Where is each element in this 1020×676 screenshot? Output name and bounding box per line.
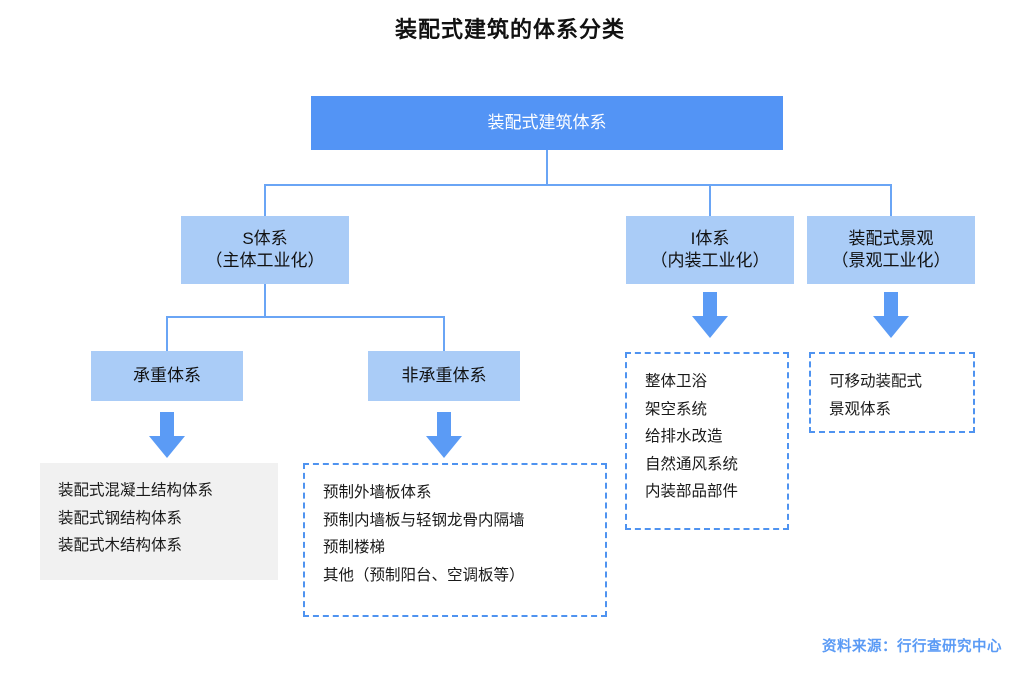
node-nonbearing-system[interactable]: 非承重体系 [368,351,520,401]
panel-interior-item: 整体卫浴 [645,373,708,390]
node-landscape-system[interactable]: 装配式景观 （景观工业化） [807,216,975,284]
node-i-system[interactable]: I体系 （内装工业化） [626,216,794,284]
node-i-system-line2: （内装工业化） [650,251,770,270]
panel-nonbearing-systems: 预制外墙板体系 预制内墙板与轻钢龙骨内隔墙 预制楼梯 其他（预制阳台、空调板等） [303,463,607,617]
node-landscape-system-line1: 装配式景观 [848,229,934,249]
panel-interior-item: 自然通风系统 [645,455,739,473]
node-nonbearing-system-label: 非承重体系 [401,366,487,386]
connector-root-stem [546,150,548,185]
node-bearing-system-label: 承重体系 [133,366,201,386]
panel-bearing-item: 装配式混凝土结构体系 [58,482,214,499]
panel-interior-systems: 整体卫浴 架空系统 给排水改造 自然通风系统 内装部品部件 [625,352,789,530]
node-bearing-system[interactable]: 承重体系 [91,351,243,401]
node-s-system[interactable]: S体系 （主体工业化） [181,216,349,284]
panel-nonbearing-item: 其他（预制阳台、空调板等） [323,566,525,584]
connector-s-bus [166,316,445,318]
connector-root-bus [264,184,892,186]
source-note: 资料来源：行行查研究中心 [822,639,1002,655]
node-i-system-line1: I体系 [690,229,730,249]
panel-landscape-systems: 可移动装配式 景观体系 [809,352,975,433]
connector-drop-bearing [166,316,168,351]
panel-bearing-item: 装配式钢结构体系 [58,509,183,527]
node-s-system-line2: （主体工业化） [205,251,325,270]
panel-landscape-item: 景观体系 [829,400,892,418]
panel-interior-item: 架空系统 [645,400,708,418]
down-arrow-icon-interior [692,292,728,338]
panel-interior-item: 内装部品部件 [645,483,739,501]
connector-s-stem [264,284,266,317]
panel-bearing-item: 装配式木结构体系 [58,537,183,555]
down-arrow-icon-nonbearing [426,412,462,458]
node-s-system-line1: S体系 [242,229,288,249]
panel-nonbearing-item: 预制外墙板体系 [323,484,432,501]
down-arrow-icon-landscape [873,292,909,338]
panel-nonbearing-item: 预制内墙板与轻钢龙骨内隔墙 [323,511,525,529]
panel-landscape-item: 可移动装配式 [829,373,923,390]
panel-interior-item: 给排水改造 [645,428,723,446]
panel-nonbearing-item: 预制楼梯 [323,539,386,557]
page-title: 装配式建筑的体系分类 [394,17,625,42]
connector-drop-nonbearing [443,316,445,351]
connector-drop-i [709,184,711,216]
panel-bearing-systems: 装配式混凝土结构体系 装配式钢结构体系 装配式木结构体系 [40,463,278,580]
connector-drop-s [264,184,266,216]
node-root-label: 装配式建筑体系 [487,113,607,133]
node-root[interactable]: 装配式建筑体系 [311,96,783,150]
node-landscape-system-line2: （景观工业化） [831,251,951,270]
down-arrow-icon-bearing [149,412,185,458]
connector-drop-landscape [890,184,892,216]
